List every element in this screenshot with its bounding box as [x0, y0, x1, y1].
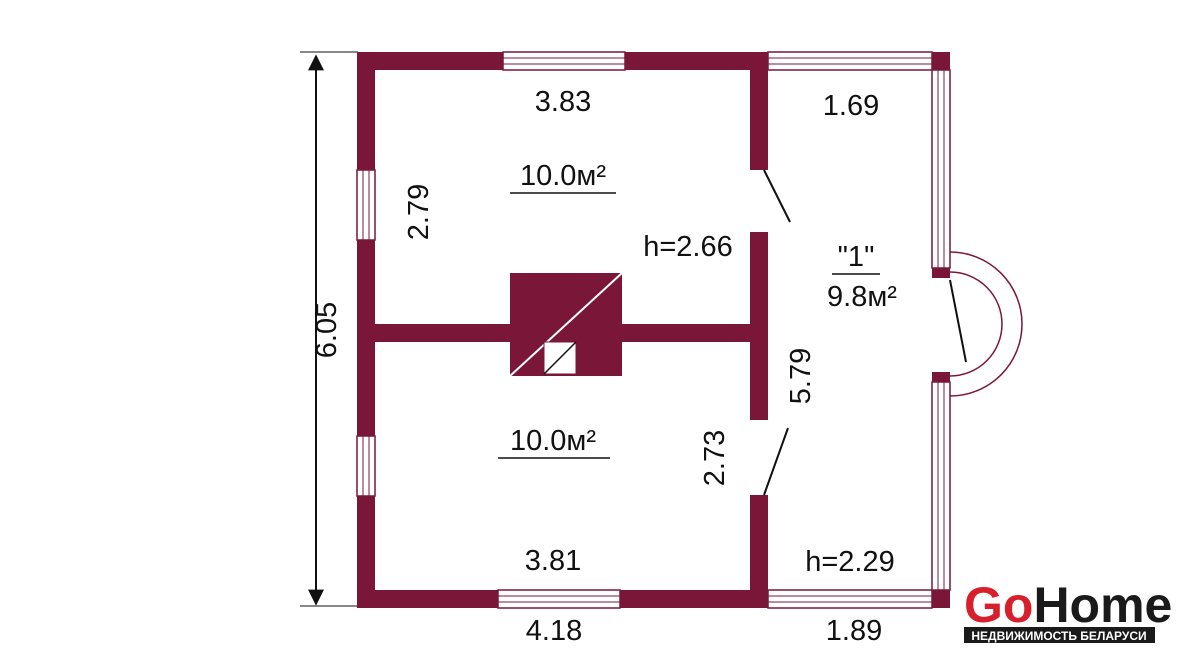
lower-room-width-label: 3.81: [525, 545, 581, 577]
logo-go-text: Go: [964, 577, 1033, 633]
window-top: [502, 51, 626, 71]
upper-room-width-label: 3.83: [535, 86, 591, 118]
porch-outer-arc: [949, 251, 1023, 397]
partition-middle: [750, 232, 768, 420]
veranda-glazing-right-lower: [931, 381, 951, 591]
windows: [356, 51, 951, 609]
bottom-right-dimension-label: 1.89: [826, 615, 882, 647]
doors: [763, 169, 967, 496]
walls: [357, 52, 950, 608]
window-bottom: [497, 589, 621, 609]
overall-height-label: 6.05: [311, 302, 343, 358]
veranda-ceiling-height-label: h=2.29: [805, 546, 895, 578]
left-wall: [357, 52, 375, 608]
logo-wordmark: GoHome: [964, 577, 1172, 633]
veranda-area-label: 9.8м²: [827, 281, 897, 313]
veranda-glazing-top: [767, 51, 933, 71]
upper-room-area-label: 10.0м²: [520, 160, 606, 192]
logo-tagline: НЕДВИЖИМОСТЬ БЕЛАРУСИ: [971, 629, 1146, 643]
window-left-lower: [356, 435, 376, 497]
lower-room-side-label: 2.73: [699, 430, 731, 486]
porch-inner-arc: [949, 271, 1003, 377]
logo-home-text: Home: [1033, 577, 1172, 633]
door-lower-leaf: [763, 427, 789, 496]
door-upper-leaf: [763, 169, 791, 223]
entrance-door-leaf: [949, 279, 967, 363]
upper-ceiling-height-label: h=2.66: [643, 231, 733, 263]
entrance-porch: [949, 251, 1023, 397]
veranda-width-label: 1.69: [823, 90, 879, 122]
overall-height-dimension: [300, 51, 358, 607]
vent-diagonal: [543, 341, 577, 375]
veranda-length-label: 5.79: [785, 348, 817, 404]
gohome-logo: GoHome НЕДВИЖИМОСТЬ БЕЛАРУСИ: [964, 577, 1172, 643]
veranda-glazing-right-upper: [931, 69, 951, 269]
partition-lower: [750, 495, 768, 608]
veranda-post-top: [932, 52, 950, 70]
window-left-upper: [356, 169, 376, 241]
partition-upper: [750, 52, 768, 170]
lower-room-area-label: 10.0м²: [510, 425, 596, 457]
veranda-post-door-bottom: [932, 372, 950, 382]
veranda-glazing-bottom: [767, 589, 933, 609]
upper-room-side-label: 2.79: [403, 184, 435, 240]
veranda-post-bottom: [932, 590, 950, 608]
veranda-post-door-top: [932, 268, 950, 278]
bottom-left-dimension-label: 4.18: [526, 615, 582, 647]
veranda-room-number-label: "1": [838, 241, 875, 273]
chimney-diagonal: [509, 272, 623, 377]
logo-tagline-bar: [964, 627, 1155, 643]
